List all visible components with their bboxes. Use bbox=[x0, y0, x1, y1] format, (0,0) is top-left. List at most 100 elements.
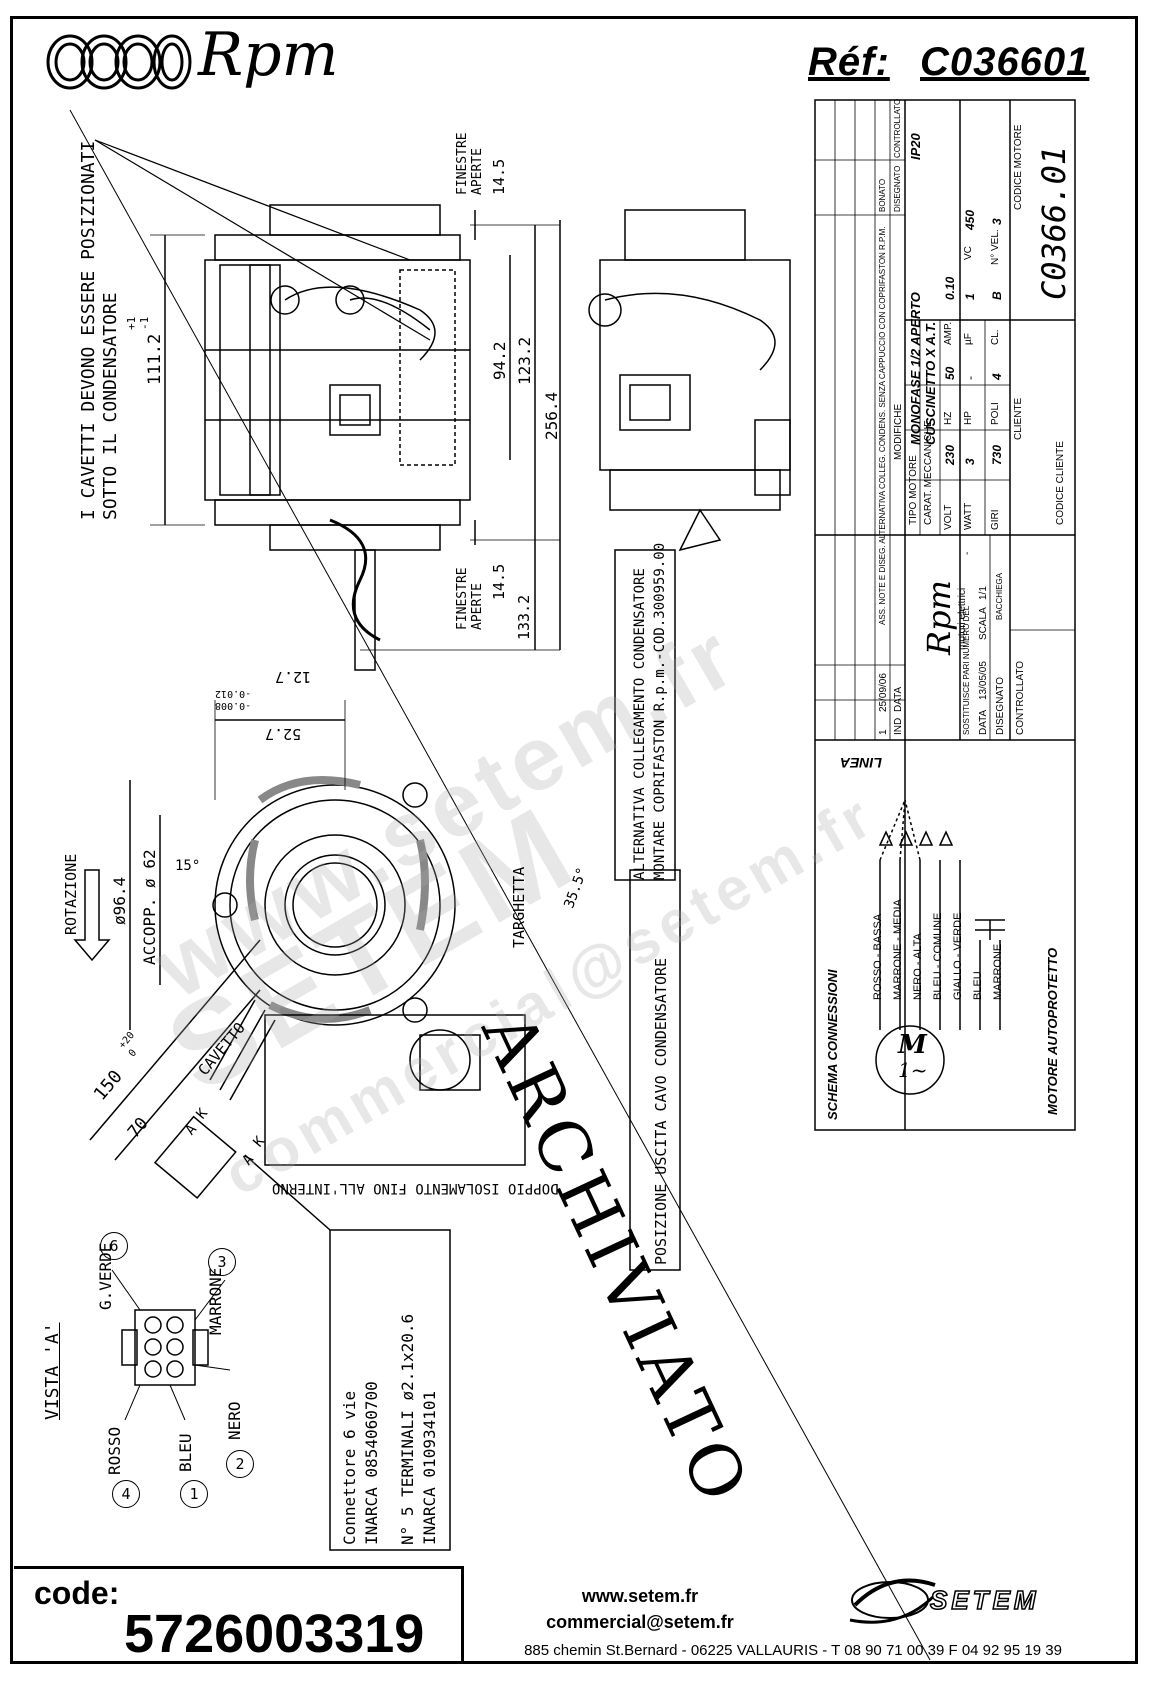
scala-val: 1/1 bbox=[978, 586, 989, 600]
finestre-bottom-1: FINESTRE bbox=[455, 567, 470, 630]
dim-111-tol-bot: -1 bbox=[138, 316, 151, 330]
finestre-top-1: FINESTRE bbox=[455, 132, 470, 195]
sostituisce-val: - bbox=[962, 551, 973, 555]
drawing-frame bbox=[10, 16, 1138, 1664]
motor-symbol-m: M bbox=[898, 1030, 927, 1060]
pin-2-num: 2 bbox=[226, 1450, 254, 1478]
sostituisce-label: SOSTITUISCE PARI NUMERO DEL bbox=[962, 605, 971, 735]
vista-a: VISTA 'A' bbox=[42, 1322, 63, 1420]
autoprotetto-label: MOTORE AUTOPROTETTO bbox=[1045, 947, 1060, 1115]
code-value: 5726003319 bbox=[124, 1604, 425, 1664]
poli-label: POLI bbox=[990, 402, 1001, 425]
dim-133: 133.2 bbox=[515, 594, 533, 640]
vc-label: VC bbox=[963, 246, 974, 260]
rev-num: 1 bbox=[878, 729, 889, 735]
disegnato-val: BACCHIEGA bbox=[995, 572, 1004, 620]
rev-modifiche: MODIFICHE bbox=[893, 403, 904, 460]
wire-2: MARRONE - MEDIA bbox=[892, 899, 904, 1000]
hp-label: HP bbox=[963, 411, 974, 425]
wire-5: GIALLO - VERDE bbox=[952, 912, 964, 1000]
amp: 0.10 bbox=[943, 276, 957, 300]
nvel: 3 bbox=[990, 218, 1004, 225]
nvel-label: N° VEL. bbox=[990, 229, 1001, 265]
watt-label: WATT bbox=[963, 502, 974, 530]
dim-14-bot: 14.5 bbox=[490, 563, 508, 600]
wire-7: MARRONE bbox=[992, 943, 1004, 1000]
vc: 450 bbox=[963, 209, 977, 230]
wire-4: BLEU - COMUNE bbox=[932, 912, 944, 1000]
giri-label: GIRI bbox=[990, 509, 1001, 530]
dim-12: 12.7 bbox=[275, 668, 312, 686]
code-label: code: bbox=[34, 1575, 120, 1611]
giri: 730 bbox=[990, 444, 1004, 465]
pin-4-num: 4 bbox=[112, 1480, 140, 1508]
data-val: 13/05/05 bbox=[978, 661, 989, 700]
motor-symbol-phase: 1~ bbox=[898, 1058, 928, 1082]
ip-rating: IP20 bbox=[908, 133, 923, 160]
connettore-line3: N° 5 TERMINALI ø2.1x20.6 bbox=[398, 1313, 417, 1545]
controllato-label: CONTROLLATO bbox=[1015, 660, 1026, 735]
footer-address: 885 chemin St.Bernard - 06225 VALLAURIS … bbox=[524, 1642, 1062, 1659]
amp-label: AMP. bbox=[943, 321, 954, 345]
rpm-coil-logo-icon bbox=[46, 34, 192, 90]
cliente-label: CLIENTE bbox=[1013, 397, 1024, 440]
pin-2-label: NERO bbox=[225, 1401, 244, 1440]
angle-15: 15° bbox=[175, 858, 201, 874]
linea-label: LINEA bbox=[840, 755, 882, 771]
volt: 230 bbox=[943, 444, 957, 465]
pin-3-label: MARRONE bbox=[206, 1267, 225, 1335]
rev-date: 25/09/06 bbox=[878, 673, 889, 712]
pin-6-label: G.VERDE bbox=[96, 1242, 115, 1310]
dim-96: ø96.4 bbox=[110, 876, 129, 925]
codice-motore: C0366.01 bbox=[1035, 145, 1073, 300]
finestre-bottom-2: APERTE bbox=[470, 583, 485, 630]
carat: CUSCINETTO X A.T. bbox=[923, 321, 938, 445]
cl-label: CL. bbox=[990, 329, 1001, 345]
alternativa-line1: ALTERNATIVA COLLEGAMENTO CONDENSATORE bbox=[632, 568, 648, 880]
tipo-motore-label: TIPO MOTORE bbox=[908, 455, 919, 525]
posizione-label: POSIZIONE USCITA CAVO CONDENSATORE bbox=[652, 957, 670, 1265]
rotazione-label: ROTAZIONE bbox=[62, 853, 80, 935]
codice-motore-label: CODICE MOTORE bbox=[1013, 124, 1024, 210]
connettore-line2: INARCA 0854060700 bbox=[362, 1381, 381, 1545]
wire-1: ROSSO - BASSA bbox=[872, 913, 884, 1000]
rev-bonato: BONATO bbox=[878, 178, 887, 212]
targhetta-label: TARGHETTA bbox=[510, 866, 528, 948]
hp: - bbox=[963, 376, 977, 380]
tol-52-a: -0.008 bbox=[215, 700, 252, 711]
pin-3-num: 3 bbox=[208, 1248, 236, 1276]
doppio-isolamento: DOPPIO ISOLAMENTO FINO ALL'INTERNO bbox=[272, 1180, 559, 1196]
pin-6-num: 6 bbox=[100, 1232, 128, 1260]
tol-52-b: -0.012 bbox=[215, 688, 252, 699]
alternativa-line2: MONTARE COPRIFASTON R.p.m.-COD.300959.00 bbox=[652, 542, 668, 880]
footer-email[interactable]: commercial@setem.fr bbox=[546, 1612, 734, 1632]
dim-52: 52.7 bbox=[265, 725, 302, 743]
ref-label: Réf: bbox=[808, 40, 890, 84]
pin-1-label: BLEU bbox=[176, 1433, 195, 1472]
scala-label: SCALA bbox=[978, 607, 989, 640]
accopp-label: ACCOPP. ø 62 bbox=[140, 849, 159, 965]
code-box: code: 5726003319 bbox=[14, 1566, 464, 1664]
uf: 1 bbox=[963, 293, 977, 300]
dim-256: 256.4 bbox=[542, 391, 561, 440]
connettore-line4: INARCA 010934101 bbox=[420, 1390, 439, 1545]
volt-label: VOLT bbox=[943, 504, 954, 530]
pin-1-num: 1 bbox=[180, 1480, 208, 1508]
rev-ind: IND bbox=[893, 717, 904, 735]
hz: 50 bbox=[943, 366, 957, 380]
watt: 3 bbox=[963, 458, 977, 465]
disegnato-label: DISEGNATO bbox=[995, 677, 1006, 735]
rev-data-label: DATA bbox=[893, 686, 904, 712]
poli: 4 bbox=[990, 373, 1004, 380]
tb-rpm-logo: Rpm bbox=[920, 580, 958, 655]
connettore-line1: Connettore 6 vie bbox=[340, 1390, 359, 1545]
wire-6: BLEU bbox=[972, 971, 984, 1000]
note-cables-line1: I CAVETTI DEVONO ESSERE POSIZIONATI bbox=[78, 140, 99, 520]
dim-111-tol-top: +1 bbox=[125, 316, 138, 330]
pin-4-label: ROSSO bbox=[105, 1426, 124, 1475]
cl: B bbox=[990, 291, 1004, 300]
brand-logo: Rpm bbox=[198, 20, 339, 90]
footer-web[interactable]: www.setem.fr bbox=[581, 1586, 699, 1606]
codice-cliente-label: CODICE CLIENTE bbox=[1055, 441, 1066, 525]
